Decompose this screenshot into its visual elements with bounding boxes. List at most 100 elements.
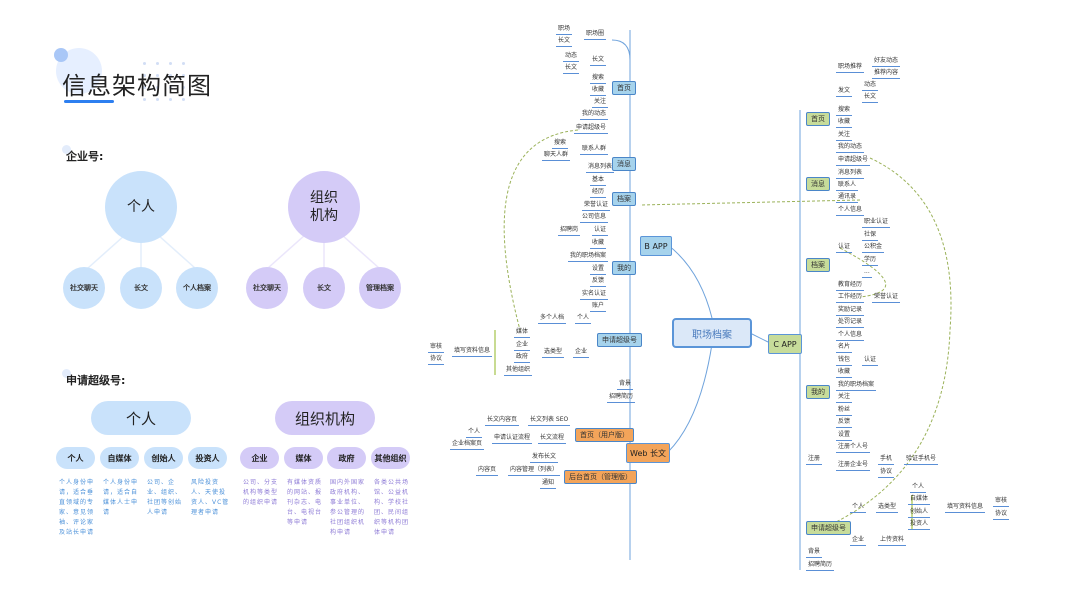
web-item: 内容页: [476, 466, 499, 476]
c-msg-item: 联系人: [836, 181, 859, 191]
c-home-item: 推荐内容: [872, 69, 901, 79]
c-super-item: 上传资料: [878, 536, 907, 546]
c-super-item: 创始人: [908, 508, 931, 518]
web-item: 发布长文: [530, 453, 559, 463]
super-personal-type: 个人: [56, 447, 95, 469]
c-bottom-item: 招聘简历: [806, 561, 835, 571]
b-super-item: 审核: [428, 343, 445, 353]
b-super-item: 媒体: [514, 328, 531, 338]
c-profile-item: 学历: [862, 256, 879, 266]
c-home-item: 长文: [862, 93, 879, 103]
enterprise-personal-child: 社交聊天: [63, 267, 105, 309]
c-home-item: 职场推荐: [836, 63, 865, 73]
b-home-item: 长文: [563, 64, 580, 74]
c-mine-item: 钱包: [836, 356, 853, 366]
enterprise-org-child: 长文: [303, 267, 345, 309]
b-profile-item: 荣誉认证: [582, 201, 611, 211]
c-register-node: 注册: [806, 455, 823, 465]
enterprise-org-child: 管理档案: [359, 267, 401, 309]
org-line2: 机构: [310, 208, 338, 224]
super-personal-type: 创始人: [144, 447, 183, 469]
super-org-desc: 国内外国家政府机构、事业单位、参公管理的社团组织机构申请: [330, 479, 366, 536]
web-home-node: 首页（用户版）: [575, 428, 634, 442]
c-super-item: 选类型: [876, 503, 899, 513]
c-mine-item: 关注: [836, 393, 853, 403]
c-mine-item: 收藏: [836, 368, 853, 378]
web-item: 申请认证流程: [492, 434, 533, 444]
c-profile-item: 公积金: [862, 243, 885, 253]
c-super-item: 填写资料信息: [945, 503, 986, 513]
c-profile-item: 认证: [836, 243, 853, 253]
b-profile-item: 认证: [592, 226, 609, 236]
c-mine-item: 反馈: [836, 418, 853, 428]
c-app-node: C APP: [768, 334, 802, 354]
c-super-item: 个人: [850, 503, 867, 513]
enterprise-heading: 企业号:: [66, 150, 104, 163]
section-dot: [62, 145, 71, 154]
b-msg-item: 消息列表: [586, 163, 615, 173]
web-item: 长文列表 SEO: [528, 416, 571, 426]
c-register-item: 手机: [878, 455, 895, 465]
decorative-dot: [54, 48, 68, 62]
b-super-item: 协议: [428, 355, 445, 365]
c-msg-item: 通讯录: [836, 193, 859, 203]
super-org-type: 企业: [240, 447, 279, 469]
c-home-item: 收藏: [836, 118, 853, 128]
b-super-item: 企业: [573, 348, 590, 358]
b-home-item: 申请超级号: [574, 124, 609, 134]
c-mine-node: 我的: [806, 385, 830, 399]
decorative-dot-grid: [143, 62, 186, 101]
super-org-type: 其他组织: [371, 447, 410, 469]
super-org-type: 政府: [327, 447, 366, 469]
b-home-node: 首页: [612, 81, 636, 95]
c-msg-item: 消息列表: [836, 169, 865, 179]
b-bottom-item: 背景: [617, 380, 634, 390]
enterprise-personal-child: 长文: [120, 267, 162, 309]
enterprise-personal-child: 个人档案: [176, 267, 218, 309]
b-home-item: 关注: [592, 98, 609, 108]
super-personal-pill: 个人: [91, 401, 191, 435]
b-msg-item: 搜索: [552, 139, 569, 149]
enterprise-org-child: 社交聊天: [246, 267, 288, 309]
b-super-item: 个人: [575, 314, 592, 324]
c-profile-item: 职业认证: [862, 218, 891, 228]
super-org-desc: 公司、分支机构等类型的组织申请: [243, 479, 279, 506]
super-personal-desc: 个人身份申请，适合自媒体人士申请: [103, 479, 139, 516]
c-super-item: 审核: [993, 497, 1010, 507]
c-profile-item: 教育经历: [836, 281, 865, 291]
c-home-item: 搜索: [836, 106, 853, 116]
super-org-desc: 有媒体资质的网站、报刊杂志、电台、电视台等申请: [287, 479, 323, 526]
super-org-pill: 组织机构: [275, 401, 375, 435]
c-profile-item: 奖励记录: [836, 306, 865, 316]
b-super-item: 多个人档: [538, 314, 567, 324]
c-msg-node: 消息: [806, 177, 830, 191]
super-org-desc: 各类公共场馆、公益机构、学校社团、民间组织等机构团体申请: [374, 479, 410, 536]
web-item: 个人: [466, 428, 483, 438]
c-profile-item: 工作经历: [836, 293, 865, 303]
page-title: 信息架构简图: [62, 72, 212, 100]
b-home-item: 搜索: [590, 74, 607, 84]
b-super-item: 填写资料信息: [452, 347, 493, 357]
super-org-type: 媒体: [284, 447, 323, 469]
title-underline: [64, 100, 114, 103]
super-personal-desc: 公司、企业、组织、社团等创始人申请: [147, 479, 183, 516]
c-super-item: 企业: [850, 536, 867, 546]
b-home-item: 动态: [563, 52, 580, 62]
b-super-item: 其他组织: [504, 366, 533, 376]
super-personal-type: 自媒体: [100, 447, 139, 469]
b-mine-item: 反馈: [590, 277, 607, 287]
b-msg-node: 消息: [612, 157, 636, 171]
c-mine-item: 设置: [836, 431, 853, 441]
super-personal-desc: 风险投资人、天使投资人、VC管理者申请: [191, 479, 230, 516]
c-bottom-item: 背景: [806, 548, 823, 558]
b-mine-item: 设置: [590, 265, 607, 275]
b-msg-item: 聊天人群: [542, 151, 571, 161]
c-home-item: 我的动态: [836, 143, 865, 153]
b-super-apply-node: 申请超级号: [597, 333, 642, 347]
c-profile-item: 个人信息: [836, 206, 865, 216]
web-backend-node: 后台首页（管理版）: [564, 470, 637, 484]
c-home-node: 首页: [806, 112, 830, 126]
c-home-item: 发文: [836, 87, 853, 97]
